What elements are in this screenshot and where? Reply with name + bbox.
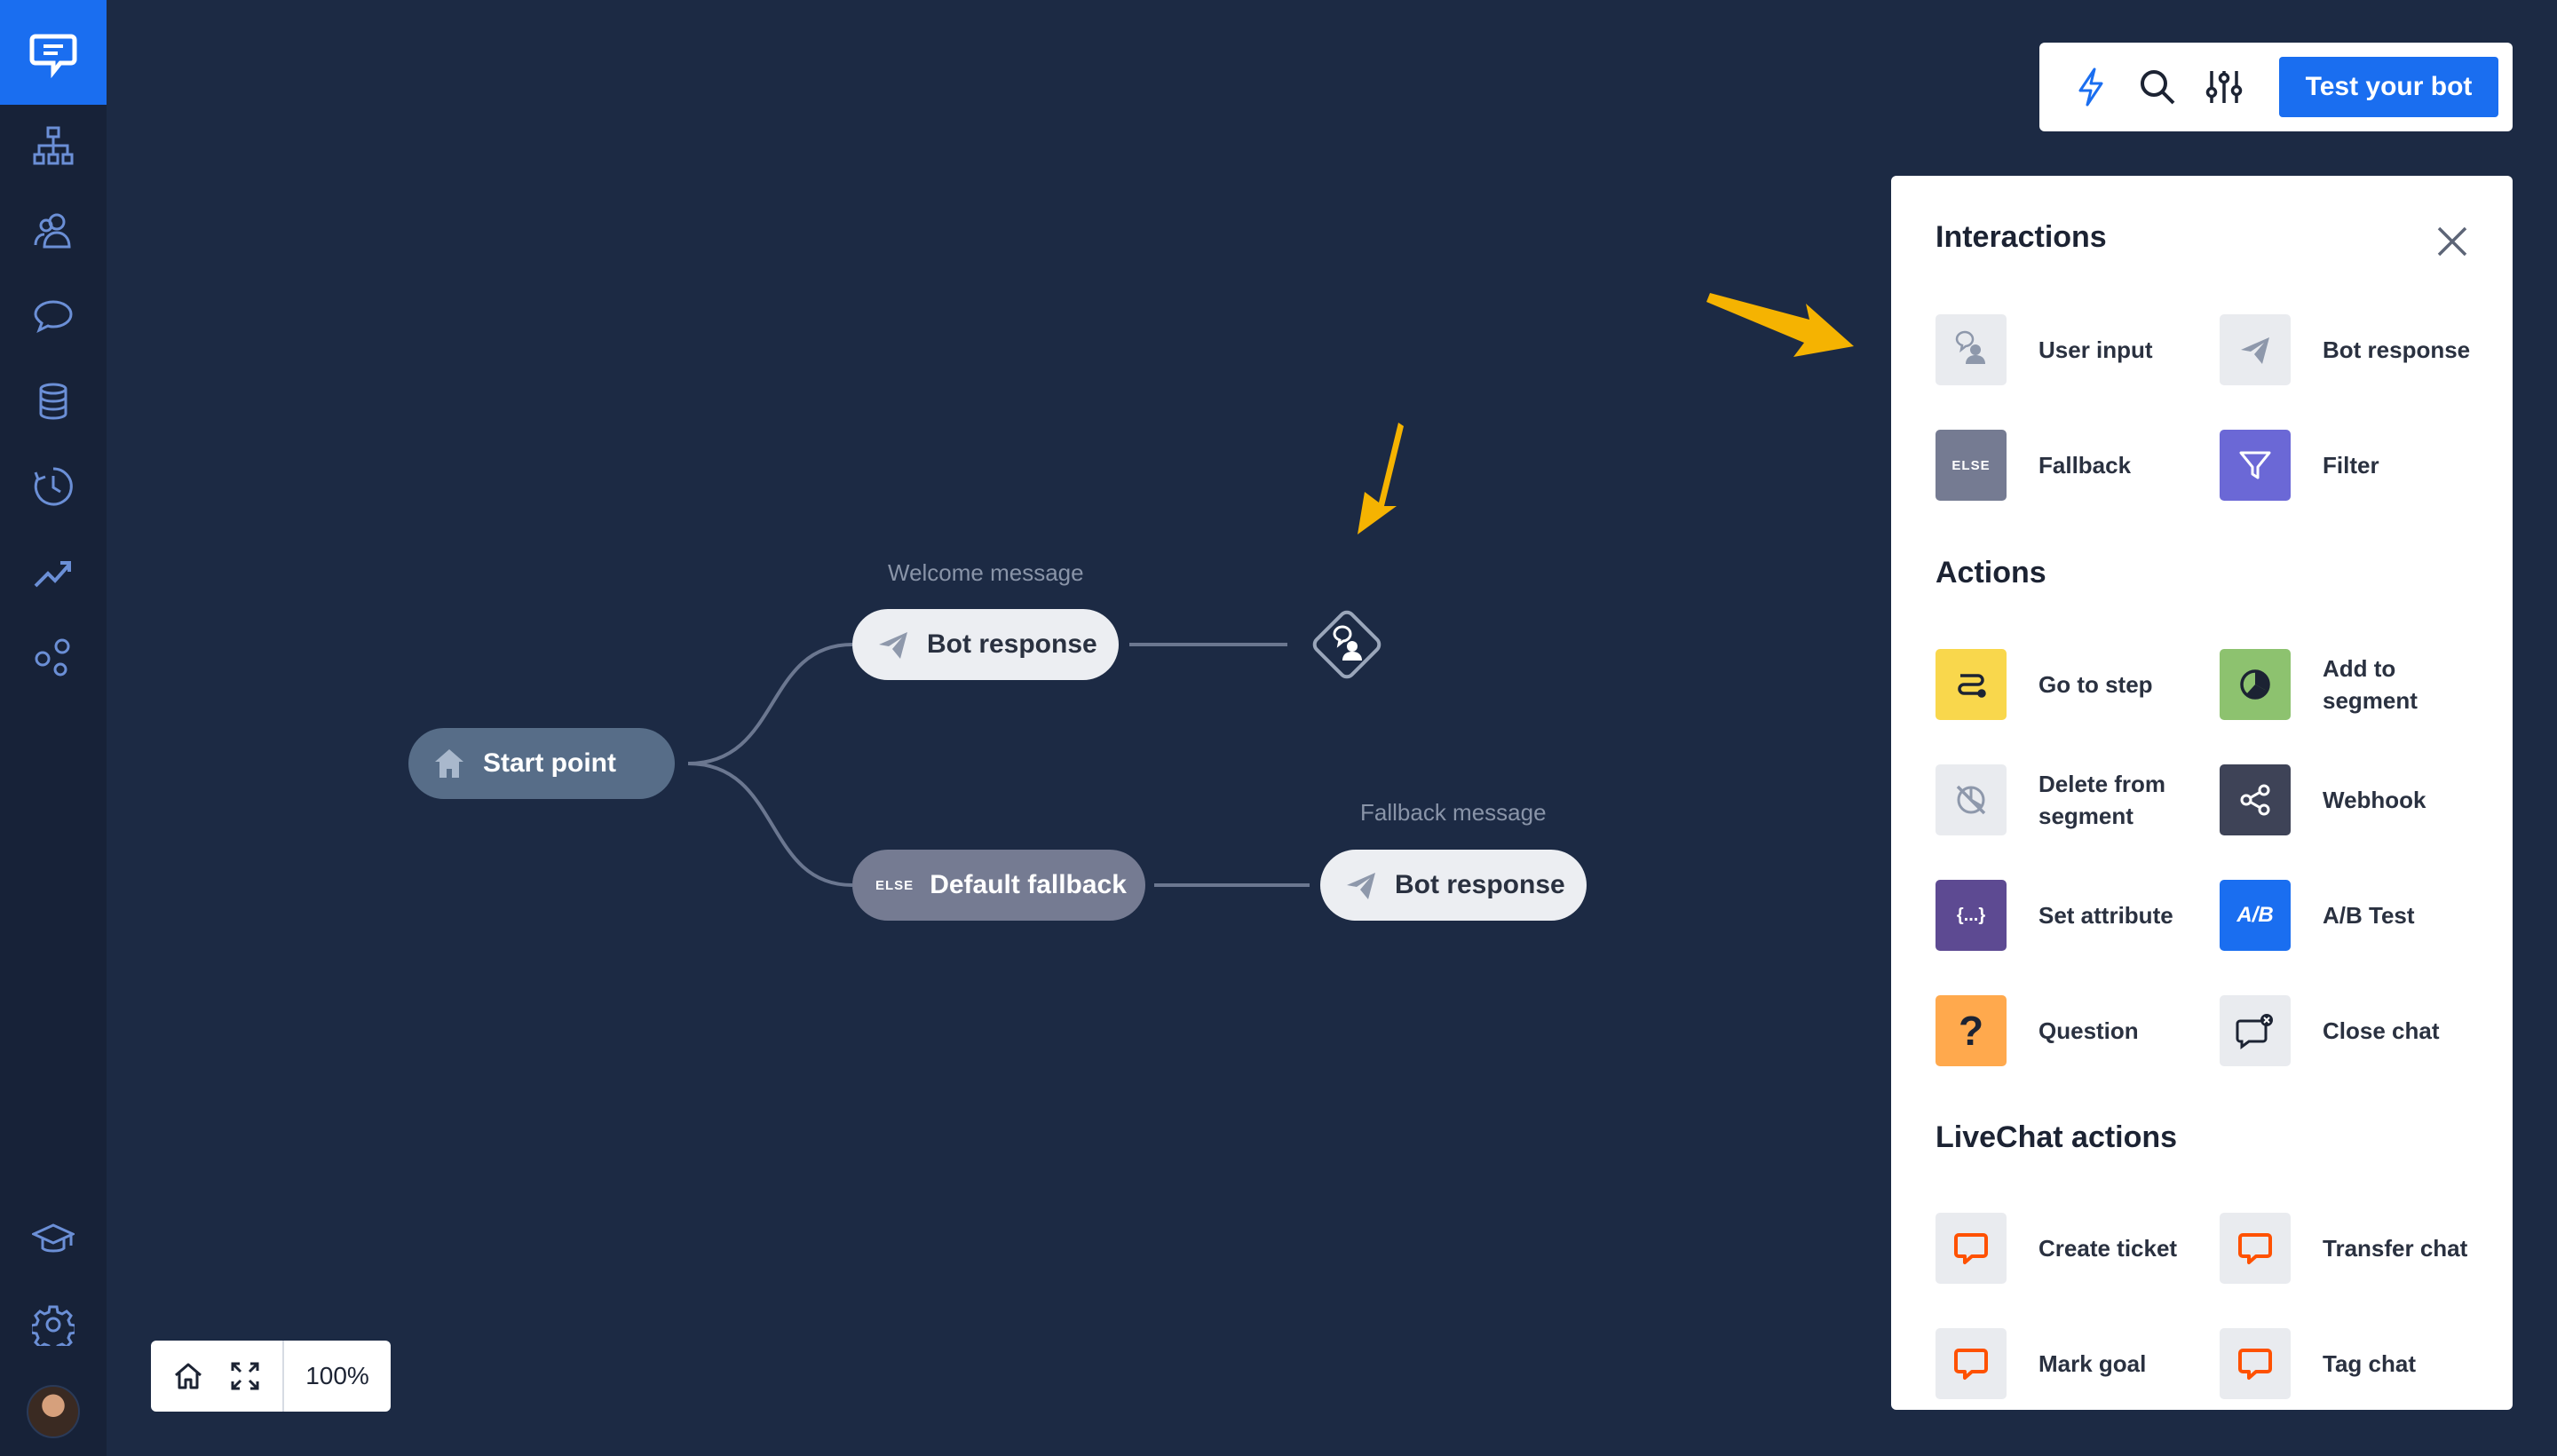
fullscreen-icon[interactable] (220, 1351, 270, 1401)
tag-chat-item[interactable]: Tag chat (2220, 1328, 2504, 1399)
flow-connectors (687, 643, 1310, 887)
paper-plane-icon (1343, 867, 1379, 903)
chat-close-icon (2220, 995, 2291, 1066)
item-label: Mark goal (2038, 1350, 2147, 1377)
actions-title: Actions (1936, 556, 2046, 590)
item-label: Close chat (2323, 1017, 2440, 1044)
ab-icon: A/B (2220, 880, 2291, 951)
filter-item[interactable]: Filter (2220, 430, 2504, 501)
sliders-icon[interactable] (2199, 62, 2249, 112)
question-item[interactable]: ? Question (1936, 995, 2220, 1066)
create-ticket-item[interactable]: Create ticket (1936, 1213, 2220, 1284)
trending-icon[interactable] (0, 536, 107, 607)
set-attribute-item[interactable]: {...} Set attribute (1936, 880, 2220, 951)
bubbles-icon[interactable] (0, 621, 107, 692)
else-icon: ELSE (1936, 430, 2007, 501)
pie-icon (2220, 649, 2291, 720)
item-label: Go to step (2038, 671, 2153, 698)
braces-icon: {...} (1936, 880, 2007, 951)
annotation-arrow-icon (1358, 423, 1404, 534)
database-icon[interactable] (0, 366, 107, 437)
sitemap-icon[interactable] (0, 110, 107, 181)
item-label: Add to segment (2323, 655, 2418, 714)
close-chat-item[interactable]: Close chat (2220, 995, 2504, 1066)
funnel-icon (2220, 430, 2291, 501)
item-label: User input (2038, 336, 2153, 363)
livechat-actions-title: LiveChat actions (1936, 1120, 2178, 1154)
user-input-diamond-icon[interactable] (1302, 600, 1391, 689)
item-label: Delete from segment (2038, 771, 2166, 829)
flow-canvas[interactable]: Start point Welcome message Bot response… (107, 0, 2557, 1456)
divider (282, 1341, 284, 1412)
sidebar (0, 0, 107, 1456)
add-to-segment-item[interactable]: Add to segment (2220, 649, 2504, 720)
livechat-bubble-icon (2220, 1213, 2291, 1284)
avatar[interactable] (27, 1385, 80, 1438)
close-icon[interactable] (2433, 222, 2472, 261)
livechat-bubble-icon (1936, 1328, 2007, 1399)
welcome-caption: Welcome message (888, 559, 1084, 586)
paper-plane-icon (875, 627, 911, 662)
livechat-bubble-icon (1936, 1213, 2007, 1284)
mark-goal-item[interactable]: Mark goal (1936, 1328, 2220, 1399)
item-label: Set attribute (2038, 902, 2173, 929)
default-fallback-node[interactable]: ELSE Default fallback (852, 850, 1145, 921)
delete-from-segment-item[interactable]: Delete from segment (1936, 764, 2220, 835)
item-label: Tag chat (2323, 1350, 2416, 1377)
fallback-node-label: Default fallback (930, 870, 1127, 899)
search-icon[interactable] (2133, 62, 2182, 112)
zoom-controls: 100% (151, 1341, 391, 1412)
lightning-icon[interactable] (2066, 62, 2116, 112)
annotation-arrow-icon (1706, 293, 1854, 357)
share-icon (2220, 764, 2291, 835)
top-toolbar: Test your bot (2039, 43, 2513, 131)
bot-response-item[interactable]: Bot response (2220, 314, 2504, 385)
livechat-bubble-icon (2220, 1328, 2291, 1399)
fallback-item[interactable]: ELSE Fallback (1936, 430, 2220, 501)
item-label: Transfer chat (2323, 1235, 2468, 1262)
fallback-response-label: Bot response (1395, 870, 1565, 899)
item-label: Question (2038, 1017, 2139, 1044)
welcome-bot-response-node[interactable]: Bot response (852, 609, 1119, 680)
fallback-bot-response-node[interactable]: Bot response (1320, 850, 1587, 921)
item-label: Bot response (2323, 336, 2471, 363)
user-input-icon (1936, 314, 2007, 385)
question-icon: ? (1936, 995, 2007, 1066)
item-label: Fallback (2038, 452, 2132, 479)
livechat-logo-icon[interactable] (0, 0, 107, 105)
interactions-panel: Interactions User input Bot response ELS… (1891, 176, 2513, 1410)
else-tag: ELSE (875, 877, 914, 893)
zoom-level[interactable]: 100% (305, 1362, 369, 1389)
route-icon (1936, 649, 2007, 720)
test-your-bot-button[interactable]: Test your bot (2279, 57, 2498, 117)
graduation-cap-icon[interactable] (0, 1204, 107, 1275)
start-point-node[interactable]: Start point (408, 728, 675, 799)
gear-icon[interactable] (0, 1289, 107, 1360)
item-label: Create ticket (2038, 1235, 2178, 1262)
item-label: Webhook (2323, 787, 2426, 813)
chat-icon[interactable] (0, 281, 107, 352)
interactions-title: Interactions (1936, 220, 2107, 254)
fallback-caption: Fallback message (1360, 799, 1547, 826)
users-icon[interactable] (0, 195, 107, 266)
user-input-item[interactable]: User input (1936, 314, 2220, 385)
pie-slash-icon (1936, 764, 2007, 835)
ab-test-item[interactable]: A/B A/B Test (2220, 880, 2504, 951)
item-label: A/B Test (2323, 902, 2415, 929)
home-icon[interactable] (163, 1351, 213, 1401)
welcome-node-label: Bot response (927, 629, 1097, 659)
clock-icon[interactable] (0, 451, 107, 522)
paper-plane-icon (2220, 314, 2291, 385)
start-point-label: Start point (483, 748, 616, 778)
webhook-item[interactable]: Webhook (2220, 764, 2504, 835)
home-icon (431, 746, 467, 781)
go-to-step-item[interactable]: Go to step (1936, 649, 2220, 720)
item-label: Filter (2323, 452, 2379, 479)
transfer-chat-item[interactable]: Transfer chat (2220, 1213, 2504, 1284)
